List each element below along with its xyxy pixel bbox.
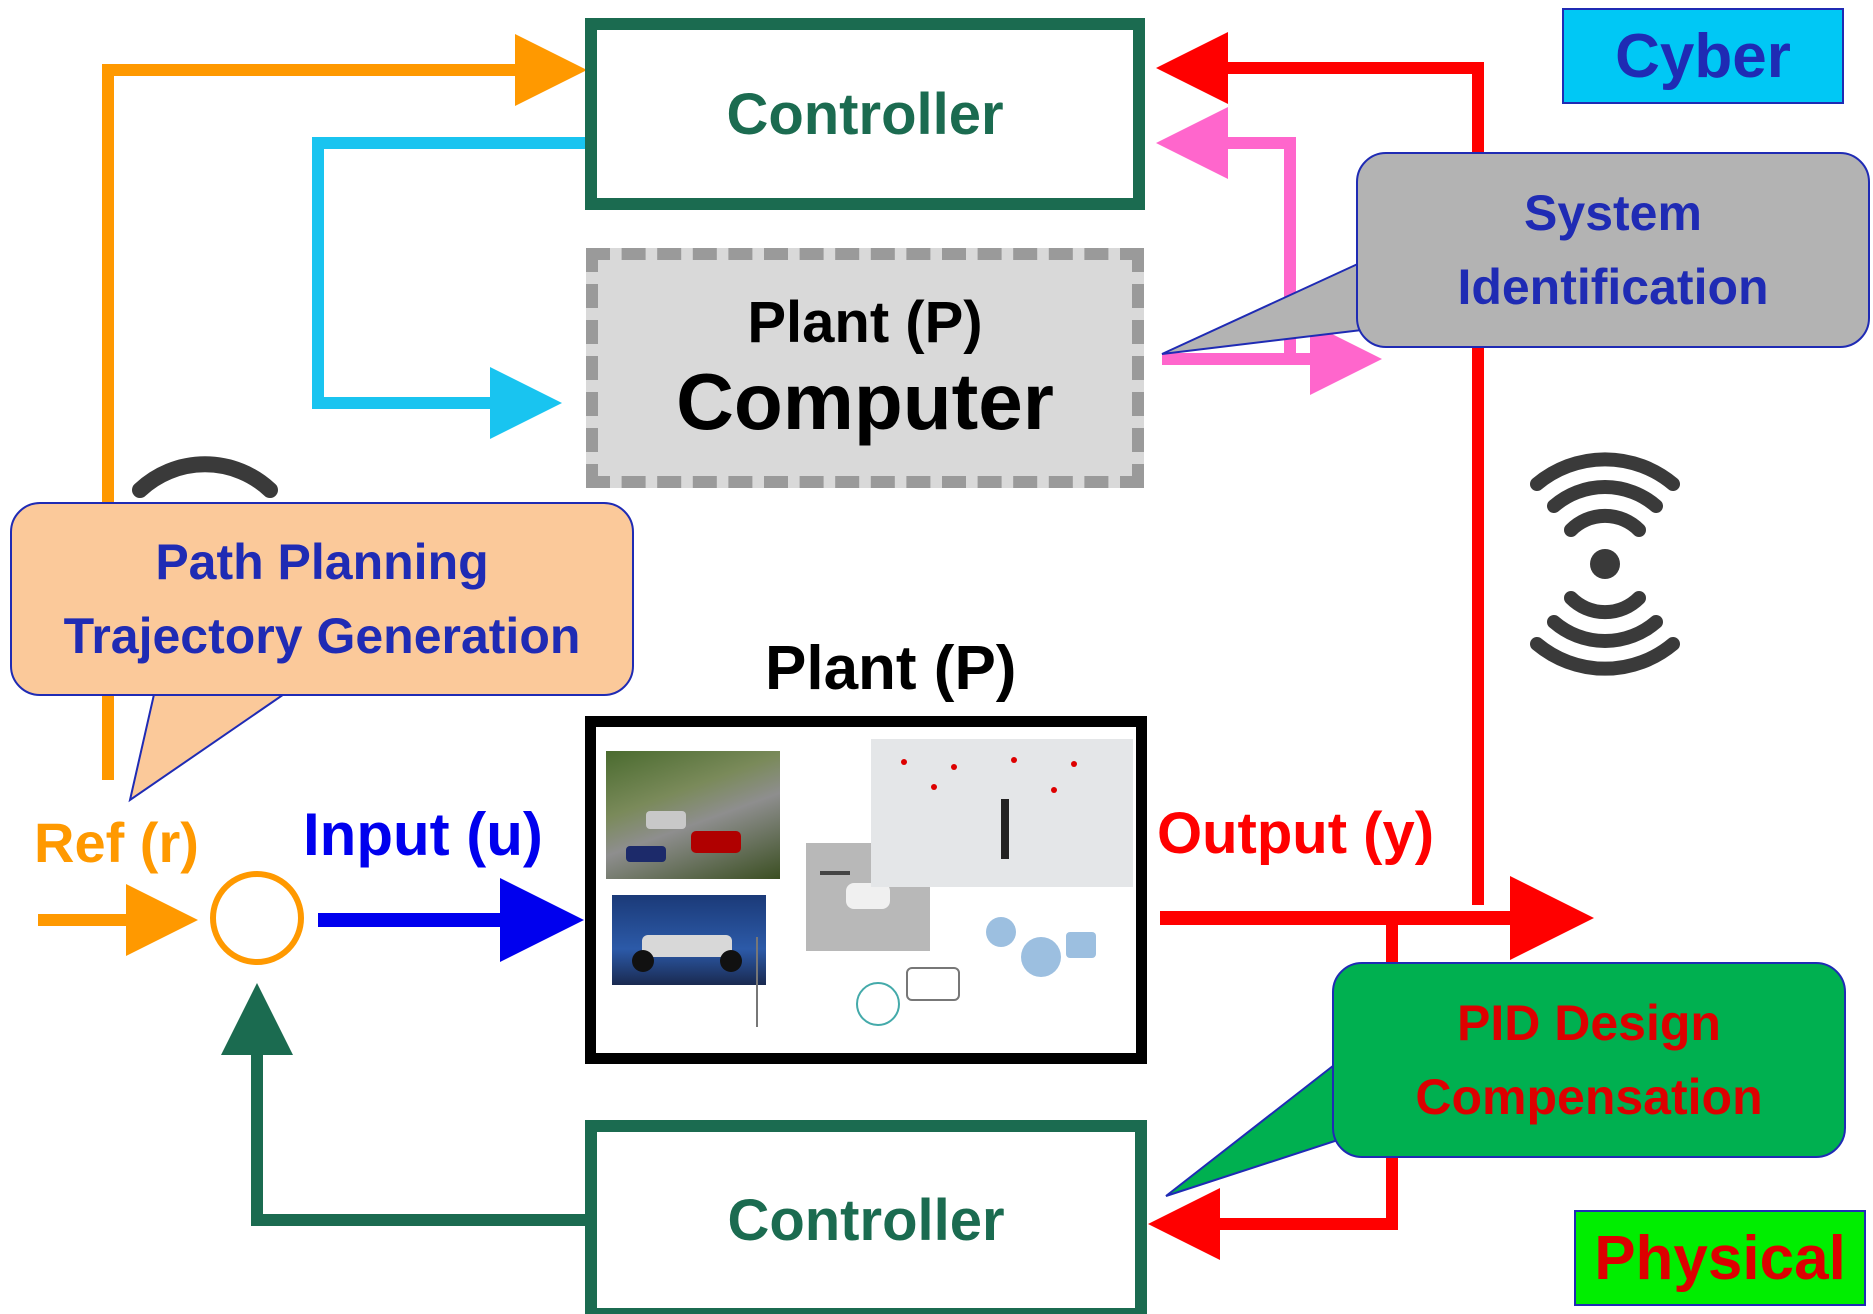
formula-car-photo (612, 895, 766, 985)
bottom-controller-label: Controller (727, 1187, 1005, 1253)
virtual-plant-title: Plant (P) (747, 289, 983, 355)
virtual-plant-box: Plant (P) Computer (586, 248, 1144, 488)
sysid-callout-line2: Identification (1457, 259, 1769, 315)
wireless-right-icon (1530, 452, 1680, 676)
cyber-label: Cyber (1615, 21, 1791, 91)
output-label: Output (y) (1157, 801, 1435, 866)
physical-label: Physical (1594, 1223, 1846, 1293)
path-planning-callout: Path Planning Trajectory Generation (10, 502, 634, 696)
output-to-top-controller-arrow (1156, 32, 1484, 905)
pid-callout-tail (1165, 1059, 1339, 1197)
sysid-callout: System Identification (1356, 152, 1870, 348)
path-callout-tail (128, 689, 294, 803)
controller-to-virtual-plant-arrow (312, 137, 585, 439)
gear-schematic (986, 897, 1136, 1007)
pid-callout-line1: PID Design (1457, 995, 1721, 1051)
wireless-left-icon (132, 456, 278, 498)
race-track-photo (606, 751, 780, 879)
cyber-tag: Cyber (1562, 8, 1844, 104)
sysid-callout-tail (1161, 260, 1363, 355)
bottom-controller-box: Controller (585, 1120, 1147, 1314)
physical-plant-title: Plant (P) (765, 634, 1017, 703)
drone-swarm-photo (871, 739, 1133, 887)
top-controller-box: Controller (585, 18, 1145, 210)
physical-plant-box (585, 716, 1147, 1064)
pid-callout-line2: Compensation (1415, 1069, 1763, 1125)
path-callout-line2: Trajectory Generation (63, 608, 581, 664)
ref-label: Ref (r) (34, 811, 199, 874)
input-label: Input (u) (303, 801, 543, 868)
motor-schematic (746, 927, 996, 1047)
sysid-to-top-controller-arrow (1156, 107, 1296, 359)
top-controller-label: Controller (726, 81, 1004, 147)
pid-callout: PID Design Compensation (1332, 962, 1846, 1158)
physical-tag: Physical (1574, 1210, 1866, 1306)
controller-to-junction-arrow (221, 983, 592, 1226)
virtual-plant-subtitle: Computer (676, 356, 1054, 446)
sysid-callout-line1: System (1524, 185, 1702, 241)
path-callout-line1: Path Planning (155, 534, 489, 590)
summing-junction (210, 871, 304, 965)
